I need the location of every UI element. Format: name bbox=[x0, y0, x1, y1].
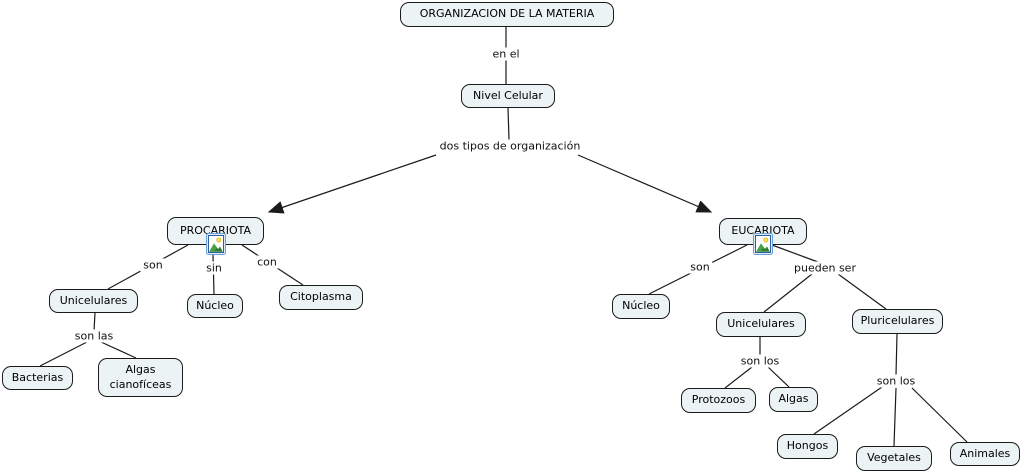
connector-line bbox=[724, 366, 753, 389]
concept-citoplasma[interactable]: Citoplasma bbox=[279, 285, 363, 310]
linking-phrase-son-los-pluricelulares[interactable]: son los bbox=[873, 374, 919, 388]
linking-phrase-pueden-ser[interactable]: pueden ser bbox=[791, 261, 859, 275]
linking-phrase-sin[interactable]: sin bbox=[203, 261, 225, 275]
concept-algas[interactable]: Algas bbox=[769, 387, 818, 412]
concept-unicelulares-procariota[interactable]: Unicelulares bbox=[49, 289, 138, 313]
image-resource-icon[interactable] bbox=[205, 233, 226, 255]
concept-bacterias[interactable]: Bacterias bbox=[2, 366, 73, 390]
connector-line bbox=[771, 244, 819, 263]
connector-line bbox=[767, 366, 790, 388]
concept-nucleo-procariota[interactable]: Núcleo bbox=[187, 294, 243, 318]
concept-nivel-celular[interactable]: Nivel Celular bbox=[461, 84, 555, 108]
concept-vegetales[interactable]: Vegetales bbox=[856, 446, 932, 471]
linking-phrase-con[interactable]: con bbox=[254, 255, 280, 269]
concept-algas-cianoficeas[interactable]: Algas cianofíceas bbox=[98, 358, 183, 397]
connector-line bbox=[911, 387, 968, 443]
connector-arrow-line bbox=[267, 154, 437, 214]
connector-line bbox=[39, 341, 88, 367]
linking-phrase-son-eucariota[interactable]: son bbox=[687, 260, 713, 274]
linking-phrase-dos-tipos[interactable]: dos tipos de organización bbox=[436, 139, 584, 153]
connector-line bbox=[813, 386, 883, 435]
connector-arrow-line bbox=[577, 154, 713, 213]
concept-nucleo-eucariota[interactable]: Núcleo bbox=[612, 294, 670, 319]
linking-phrase-son-los-unicelulares[interactable]: son los bbox=[737, 354, 783, 368]
linking-phrase-son-procariota[interactable]: son bbox=[140, 258, 166, 272]
concept-animales[interactable]: Animales bbox=[950, 442, 1020, 466]
concept-hongos[interactable]: Hongos bbox=[777, 434, 838, 459]
connector-line bbox=[763, 273, 813, 313]
concept-organizacion-de-la-materia[interactable]: ORGANIZACION DE LA MATERIA bbox=[400, 2, 614, 27]
linking-phrase-son-las[interactable]: son las bbox=[71, 329, 117, 343]
concept-unicelulares-eucariota[interactable]: Unicelulares bbox=[716, 312, 806, 337]
connector-line bbox=[507, 107, 510, 141]
linking-phrase-en-el[interactable]: en el bbox=[489, 47, 523, 61]
concept-protozoos[interactable]: Protozoos bbox=[681, 388, 756, 413]
image-resource-icon[interactable] bbox=[753, 233, 773, 255]
connector-line bbox=[837, 273, 887, 310]
concept-pluricelulares[interactable]: Pluricelulares bbox=[852, 309, 943, 334]
connector-line bbox=[100, 341, 137, 359]
connector-line bbox=[93, 312, 96, 332]
connector-line bbox=[895, 333, 898, 376]
connector-line bbox=[893, 387, 897, 447]
concept-eucariota[interactable]: EUCARIOTA bbox=[719, 218, 807, 245]
